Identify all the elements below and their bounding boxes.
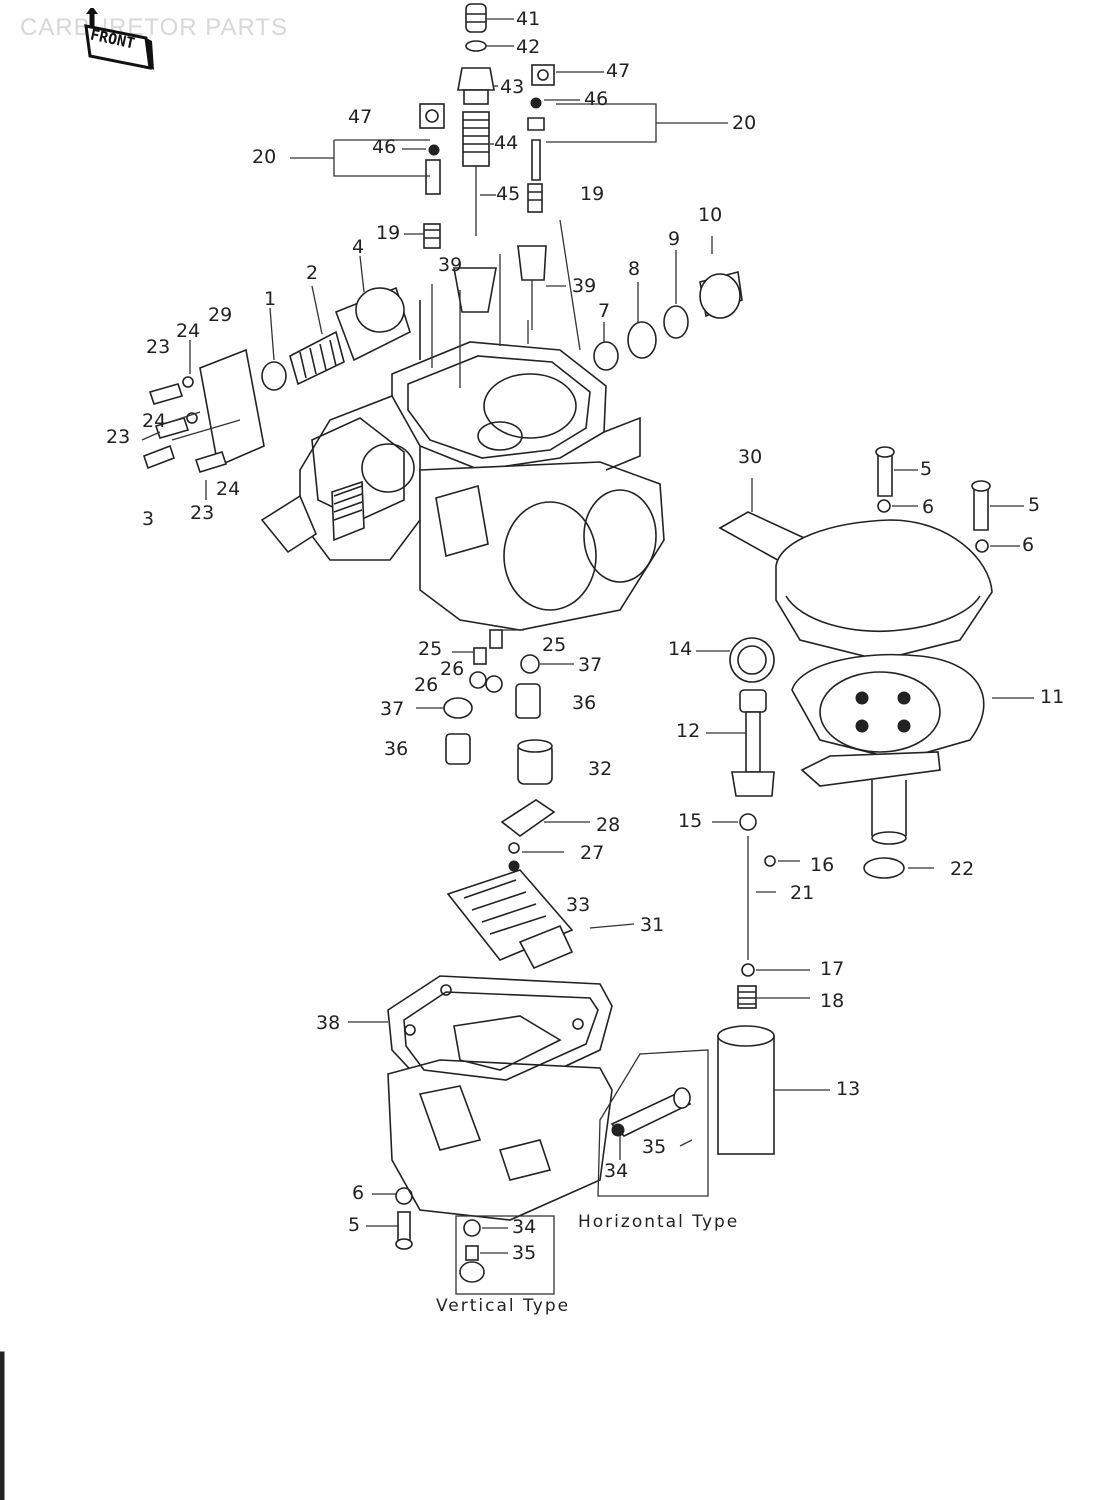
- callout-13: 13: [836, 1078, 861, 1100]
- callout-28: 28: [596, 814, 621, 836]
- callout-33: 33: [566, 894, 591, 916]
- callout-24: 24: [142, 410, 167, 432]
- callout-16: 16: [810, 854, 835, 876]
- callout-35: 35: [512, 1242, 537, 1264]
- horizontal-type-inset: [597, 1049, 709, 1197]
- callout-9: 9: [668, 228, 681, 250]
- callout-23: 23: [106, 426, 131, 448]
- callout-23: 23: [190, 502, 215, 524]
- callout-43: 43: [500, 76, 525, 98]
- callout-46: 46: [372, 136, 397, 158]
- callout-19: 19: [376, 222, 401, 244]
- callout-27: 27: [580, 842, 605, 864]
- callout-26: 26: [414, 674, 439, 696]
- callout-20: 20: [732, 112, 757, 134]
- callout-5: 5: [1028, 494, 1041, 516]
- callout-21: 21: [790, 882, 815, 904]
- carburetor-body: [260, 219, 665, 631]
- callout-15: 15: [678, 810, 703, 832]
- callout-5: 5: [920, 458, 933, 480]
- callout-1: 1: [264, 288, 277, 310]
- callout-35: 35: [642, 1136, 667, 1158]
- callout-26: 26: [440, 658, 465, 680]
- callout-12: 12: [676, 720, 701, 742]
- callout-31: 31: [640, 914, 665, 936]
- float-bowl-cover: [718, 478, 1034, 845]
- callout-32: 32: [588, 758, 613, 780]
- callout-3: 3: [142, 508, 155, 530]
- callout-25: 25: [418, 638, 443, 660]
- front-direction-marker: FRONT: [84, 8, 154, 70]
- callout-14: 14: [668, 638, 693, 660]
- callout-18: 18: [820, 990, 845, 1012]
- callout-6: 6: [352, 1182, 365, 1204]
- callout-47: 47: [348, 106, 373, 128]
- vertical-type-inset: [455, 1215, 555, 1295]
- callout-44: 44: [494, 132, 519, 154]
- vertical-type-caption: Vertical Type: [436, 1296, 571, 1316]
- callout-6: 6: [922, 496, 935, 518]
- horizontal-type-caption: Horizontal Type: [578, 1212, 740, 1232]
- callout-45: 45: [496, 183, 521, 205]
- callout-37: 37: [380, 698, 405, 720]
- callout-17: 17: [820, 958, 845, 980]
- callout-24: 24: [176, 320, 201, 342]
- page-title: CARBURETOR PARTS: [20, 14, 289, 41]
- callout-30: 30: [738, 446, 763, 468]
- callout-34: 34: [604, 1160, 629, 1182]
- callout-46: 46: [584, 88, 609, 110]
- callout-7: 7: [598, 300, 611, 322]
- callout-34: 34: [512, 1216, 537, 1238]
- callout-42: 42: [516, 36, 541, 58]
- callout-2: 2: [306, 262, 319, 284]
- callout-25: 25: [542, 634, 567, 656]
- callout-19: 19: [580, 183, 605, 205]
- callout-20: 20: [252, 146, 277, 168]
- callout-8: 8: [628, 258, 641, 280]
- margin-bar: [0, 1351, 5, 1500]
- callout-39: 39: [438, 254, 463, 276]
- callout-41: 41: [516, 8, 541, 30]
- choke-plunger-parts: [261, 255, 411, 391]
- callout-5: 5: [348, 1214, 361, 1236]
- callout-23: 23: [146, 336, 171, 358]
- callout-22: 22: [950, 858, 975, 880]
- callout-4: 4: [352, 236, 365, 258]
- callout-10: 10: [698, 204, 723, 226]
- callout-11: 11: [1040, 686, 1065, 708]
- callout-37: 37: [578, 654, 603, 676]
- float-valve-stack: [453, 3, 497, 313]
- callout-6: 6: [1022, 534, 1035, 556]
- callout-36: 36: [384, 738, 409, 760]
- float-bowl: [348, 975, 613, 1221]
- callout-24: 24: [216, 478, 241, 500]
- float-assembly: [446, 869, 635, 970]
- callout-47: 47: [606, 60, 631, 82]
- callout-38: 38: [316, 1012, 341, 1034]
- callout-39: 39: [572, 275, 597, 297]
- callout-36: 36: [572, 692, 597, 714]
- callout-29: 29: [208, 304, 233, 326]
